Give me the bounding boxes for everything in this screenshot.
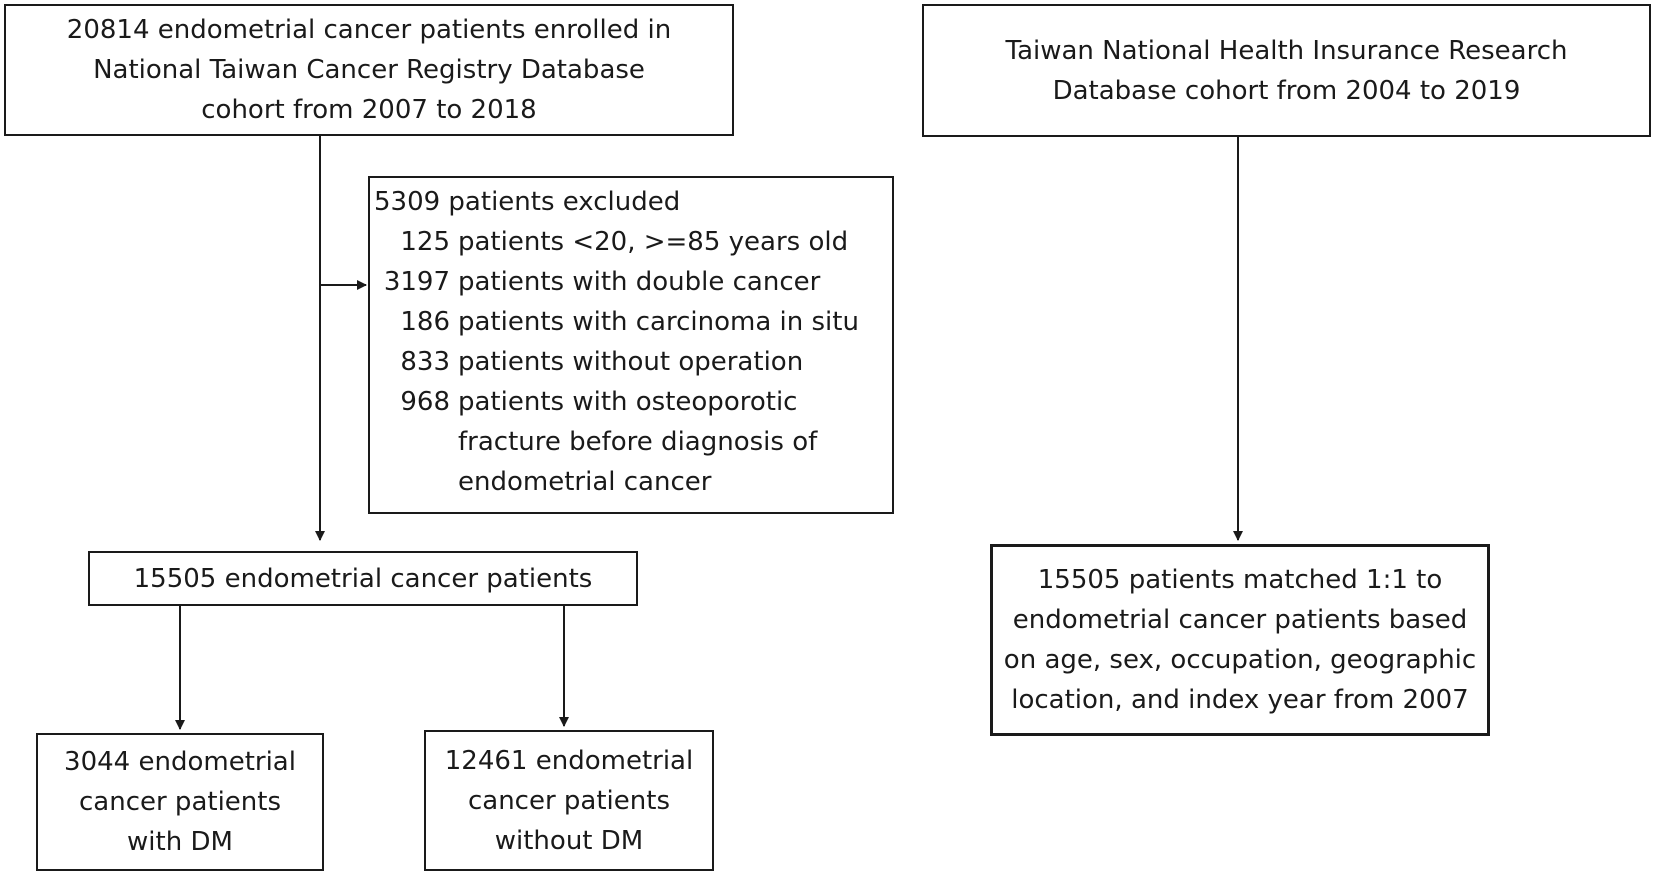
exclusion-text-continued: endometrial cancer [458, 467, 712, 497]
registry-cohort-line-3: cohort from 2007 to 2018 [201, 95, 537, 125]
exclusion-text: patients with carcinoma in situ [458, 307, 859, 337]
registry-cohort-box: 20814 endometrial cancer patients enroll… [4, 4, 734, 136]
eligible-cohort-box: 15505 endometrial cancer patients [88, 551, 638, 606]
exclusion-text: patients <20, >=85 years old [458, 227, 849, 257]
with-dm-line-2: cancer patients [78, 787, 282, 817]
exclusion-count: 833 [400, 347, 450, 377]
exclusion-item: 3197 patients with double cancer [372, 262, 892, 302]
without-dm-line-3: without DM [494, 825, 644, 856]
nhird-cohort-box: Taiwan National Health Insurance Researc… [922, 4, 1651, 137]
nhird-cohort-line-1: Taiwan National Health Insurance Researc… [1005, 35, 1568, 66]
with-dm-box: 3044 endometrial cancer patients with DM [36, 733, 324, 871]
matched-line-2: endometrial cancer patients based [1012, 605, 1468, 635]
matched-line-4: location, and index year from 2007 [1011, 685, 1469, 715]
without-dm-box: 12461 endometrial cancer patients withou… [424, 730, 714, 871]
exclusion-text: patients without operation [458, 347, 804, 377]
exclusion-item: 125 patients <20, >=85 years old [372, 222, 892, 262]
matched-cohort-box: 15505 patients matched 1:1 to endometria… [990, 544, 1490, 736]
eligible-cohort-label: 15505 endometrial cancer patients [133, 563, 593, 594]
registry-cohort-line-2: National Taiwan Cancer Registry Database [93, 55, 645, 85]
exclusion-count: 968 [400, 387, 450, 417]
matched-line-1: 15505 patients matched 1:1 to [1037, 565, 1443, 595]
with-dm-line-1: 3044 endometrial [64, 747, 296, 777]
exclusion-text: patients with double cancer [458, 267, 821, 297]
exclusion-title: 5309 patients excluded [374, 187, 681, 217]
exclusion-text: patients with osteoporotic [458, 387, 798, 417]
without-dm-line-1: 12461 endometrial [444, 745, 694, 776]
with-dm-line-3: with DM [127, 827, 233, 857]
exclusion-item: 968 patients with osteoporotic [372, 382, 892, 422]
exclusion-item: 186 patients with carcinoma in situ [372, 302, 892, 342]
exclusion-count: 3197 [383, 267, 450, 297]
exclusion-count: 125 [400, 227, 450, 257]
exclusion-count: 186 [400, 307, 450, 337]
exclusion-box: 5309 patients excluded 125 patients <20,… [368, 176, 894, 514]
matched-line-3: on age, sex, occupation, geographic [1003, 645, 1477, 675]
exclusion-text-continued: fracture before diagnosis of [458, 427, 818, 457]
without-dm-line-2: cancer patients [467, 785, 670, 816]
exclusion-item: 833 patients without operation [372, 342, 892, 382]
registry-cohort-line-1: 20814 endometrial cancer patients enroll… [66, 15, 672, 45]
nhird-cohort-line-2: Database cohort from 2004 to 2019 [1052, 75, 1521, 106]
